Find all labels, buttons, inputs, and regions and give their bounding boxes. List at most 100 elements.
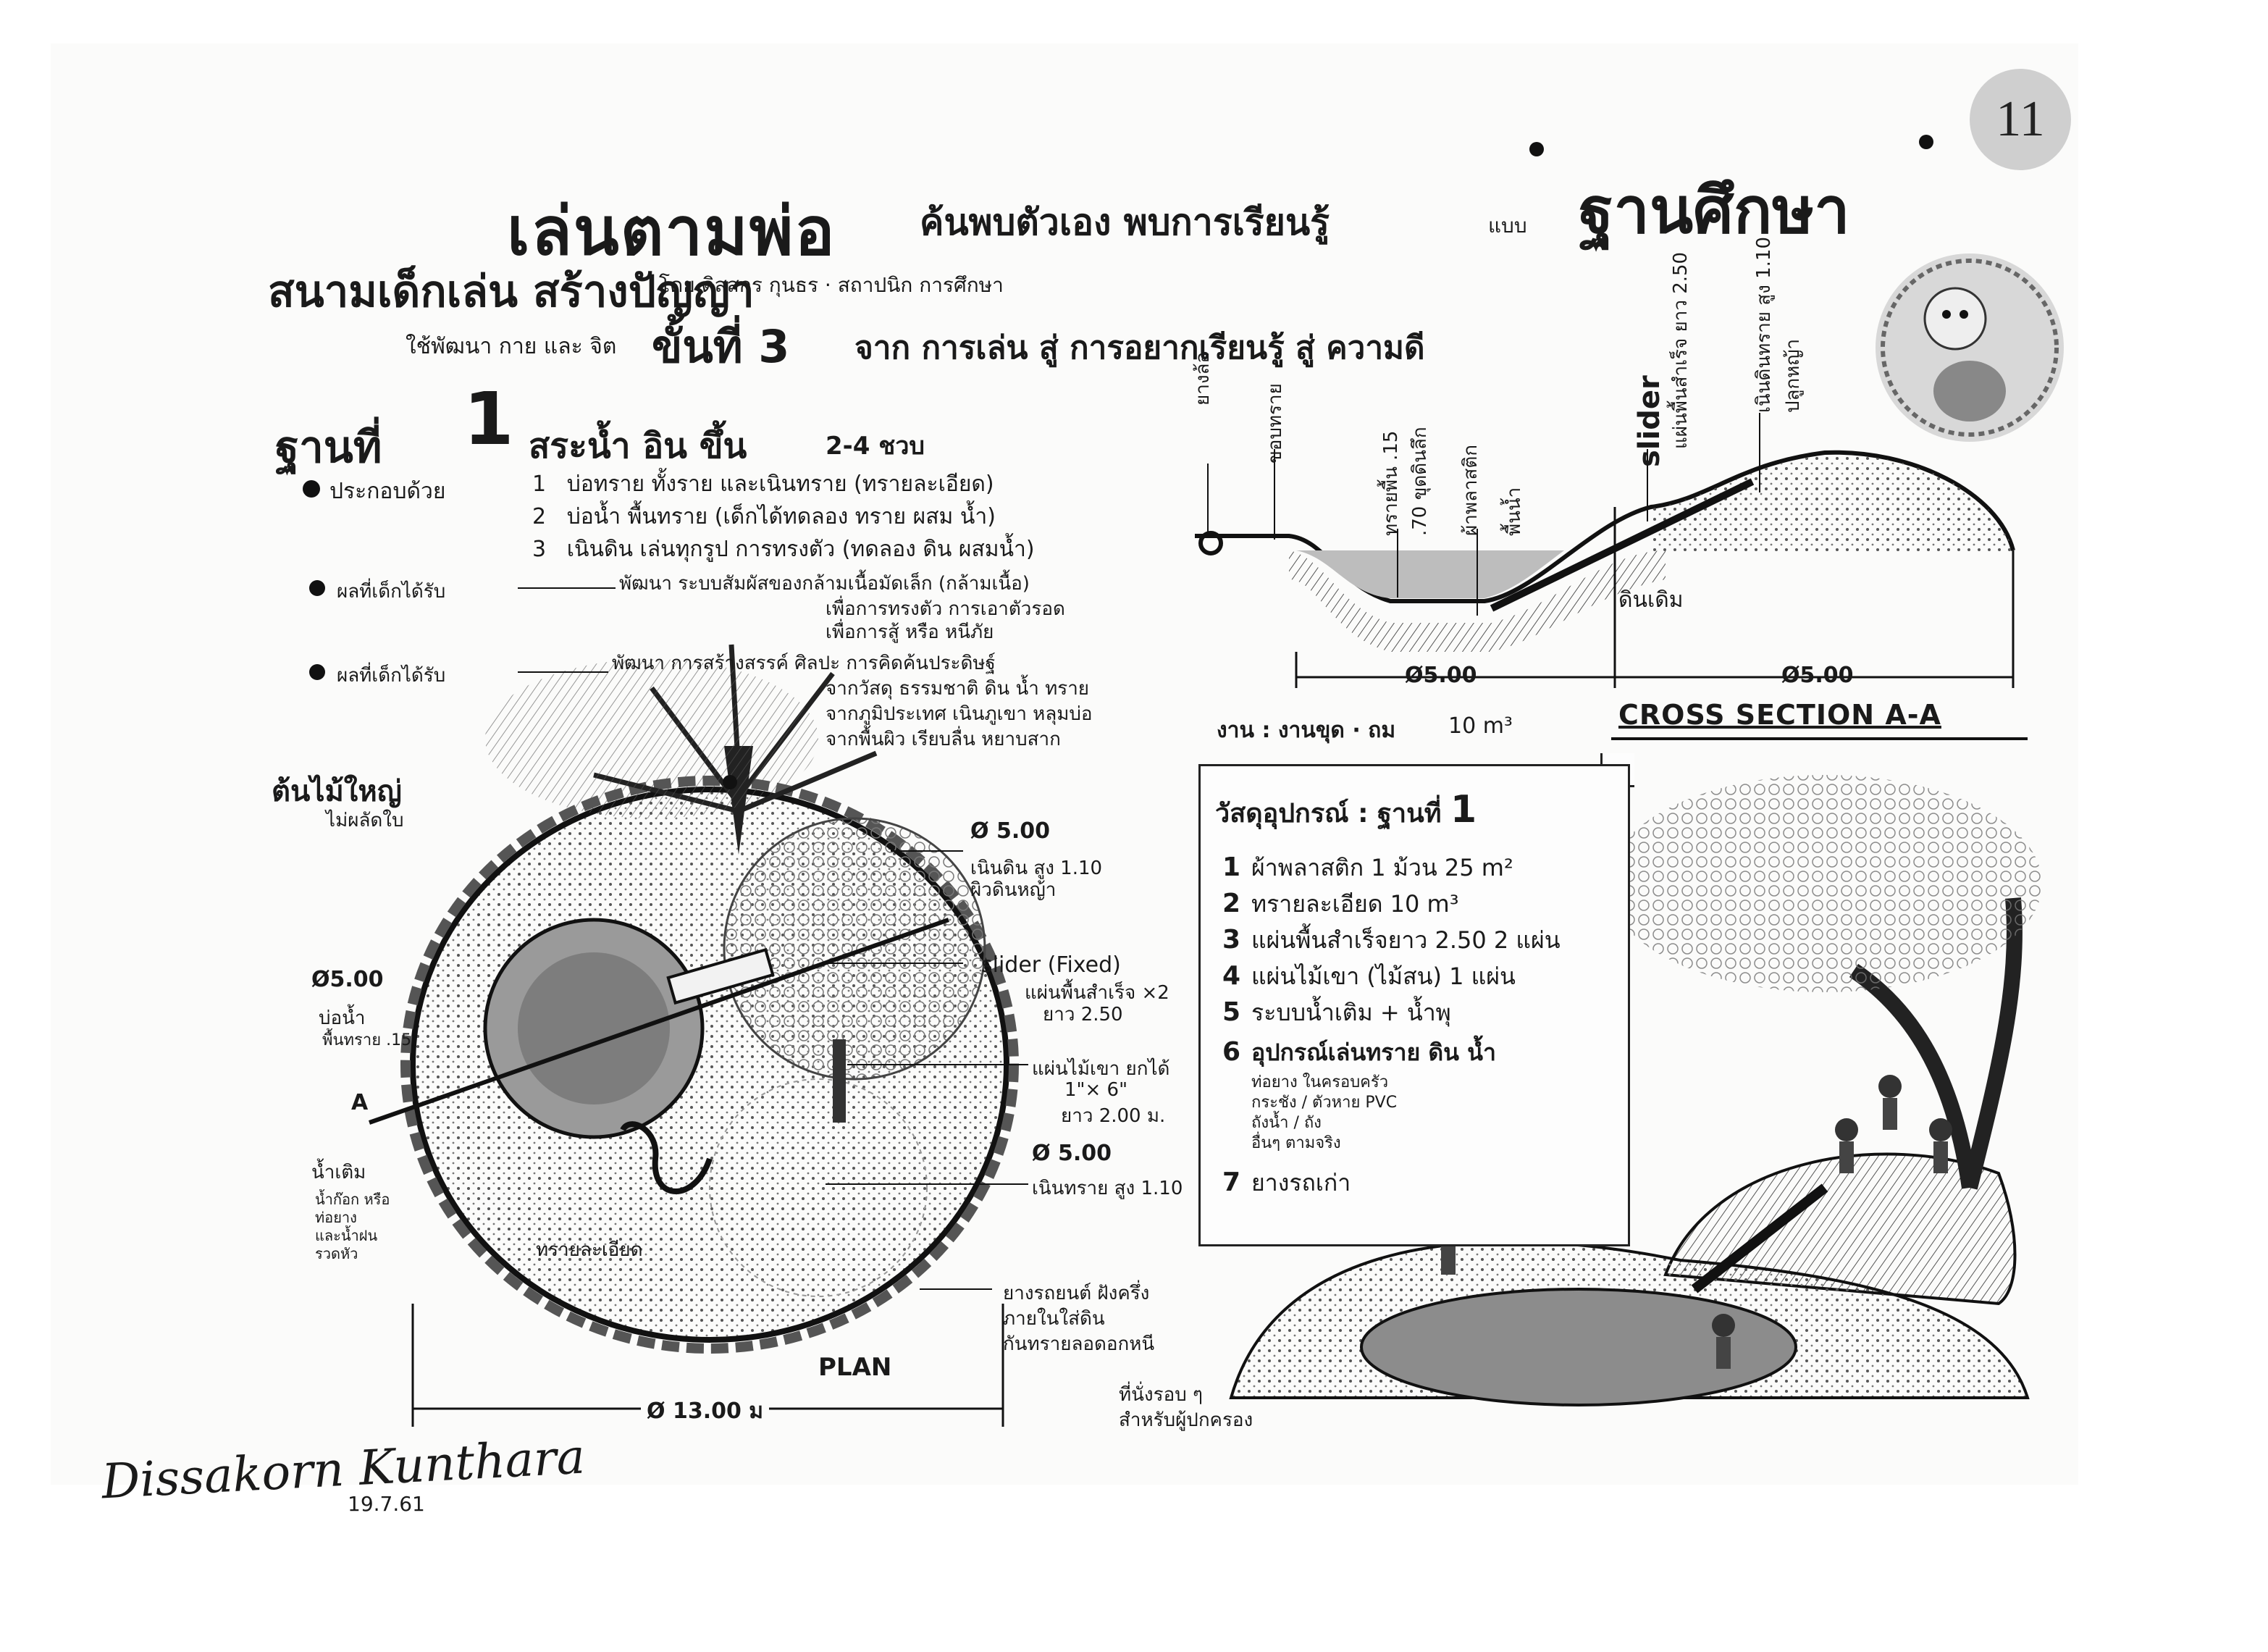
slider-plan-len: ยาว 2.50 xyxy=(1043,1004,1123,1026)
sand-hill-note: เนินดิน สูง 1.10 xyxy=(970,858,1103,879)
result1-label: ผลที่เด็กได้รับ xyxy=(337,581,446,603)
signature-date: 19.7.61 xyxy=(348,1492,425,1516)
bullet-tree xyxy=(723,775,737,789)
xsec-label-dig-depth: .70 ขุดดินลึก xyxy=(1409,427,1431,536)
xsec-work-note: งาน : งานขุด · ถม xyxy=(1217,718,1396,743)
hill-fill xyxy=(1651,454,2013,552)
slider-plan-note: แผ่นพื้นสำเร็จ ×2 xyxy=(1025,982,1169,1004)
tire-section xyxy=(1198,531,1223,555)
title-main: เล่นตามพ่อ xyxy=(507,193,836,270)
plank-plan xyxy=(833,1039,846,1123)
result1-line-1: พัฒนา ระบบสัมผัสของกล้ามเนื้อมัดเล็ก (กล… xyxy=(619,573,1030,595)
faucet-sub-3: และน้ำฝน xyxy=(315,1227,378,1244)
xsec-label-plastic: ผ้าพลาสติก xyxy=(1460,444,1482,536)
xsec-label-sand-edge: ขอบทราย xyxy=(1264,383,1286,464)
xsec-work-qty: 10 m³ xyxy=(1448,713,1513,739)
cross-section xyxy=(1195,413,2028,740)
tire-note-3: กันทรายลอดอกหนี xyxy=(1003,1333,1155,1355)
materials-title: วัสดุอุปกรณ์ : ฐานที่ 1 xyxy=(1215,788,1477,831)
sand-hill-sub: ผิวดินหญ้า xyxy=(970,879,1057,901)
plank-size: 1"× 6" xyxy=(1064,1079,1128,1101)
result2-line-1: พัฒนา การสร้างสรรค์ ศิลปะ การคิดค้นประดิ… xyxy=(612,653,996,674)
big-tree-sub: ไม่ผลัดใบ xyxy=(326,810,404,831)
xsec-label-slab: แผ่นพื้นสำเร็จ ยาว 2.50 xyxy=(1670,251,1692,449)
tagline-part-c: จาก การเล่น สู่ การอยากเรียนรู้ สู่ ความ… xyxy=(854,330,1425,366)
pond-label: บ่อน้ำ xyxy=(319,1007,366,1029)
station-title: ฐานที่ xyxy=(275,422,382,473)
tagline-part-b: ขั้นที่ 3 xyxy=(652,320,790,373)
sand-pool-note: เนินทราย สูง 1.10 xyxy=(1032,1178,1183,1199)
tagline-part-a: ใช้พัฒนา กาย และ จิต xyxy=(406,334,617,359)
cross-section-title: CROSS SECTION A-A xyxy=(1618,699,1941,731)
subtitle: สนามเด็กเล่น สร้างปัญญา xyxy=(268,267,755,317)
result2-line-2: จากวัสดุ ธรรมชาติ ดิน น้ำ ทราย xyxy=(826,678,1090,700)
bullet-composed xyxy=(303,480,320,498)
station-item-1: 1 บ่อทราย ทั้งราย และเนินทราย (ทรายละเอี… xyxy=(532,471,994,497)
slider-sketch xyxy=(1691,1183,1828,1293)
slider-plan xyxy=(666,947,775,1005)
tire-note-1: ยางรถยนต์ ฝังครึ่ง xyxy=(1003,1283,1150,1304)
author-line: โดย ดิสสกร กุนธร · สถาปนิก การศึกษา xyxy=(659,273,1004,297)
xsec-label-water: พื้นน้ำ xyxy=(1503,487,1525,536)
xsec-label-grass: ปลูกหญ้า xyxy=(1782,338,1804,413)
page-number-badge: 11 xyxy=(1970,69,2071,170)
xsec-label-sand-floor: ทรายพื้น .15 xyxy=(1380,430,1402,536)
composed-of-label: ประกอบด้วย xyxy=(329,479,446,504)
plan-drawing xyxy=(369,644,1028,1427)
plan-total-dia: Ø 13.00 ม xyxy=(641,1394,770,1428)
pond-sketch xyxy=(1360,1288,1797,1406)
pond-water xyxy=(1296,550,1564,598)
pond-inner xyxy=(518,952,670,1104)
section-cut-line xyxy=(369,918,949,1125)
page-number: 11 xyxy=(1996,91,2045,147)
faucet-label: น้ำเติม xyxy=(311,1162,366,1183)
xsec-label-hill: เนินดินทราย สูง 1.10 xyxy=(1753,236,1775,413)
big-tree-label: ต้นไม้ใหญ่ xyxy=(272,775,402,808)
soil-hatch xyxy=(1289,550,1666,652)
xsec-dim-right: Ø5.00 xyxy=(1781,663,1854,688)
station-item-2: 2 บ่อน้ำ พื้นทราย (เด็กได้ทดลอง ทราย ผสม… xyxy=(532,504,996,529)
result2-line-3: จากภูมิประเทศ เนินภูเขา หลุมบ่อ xyxy=(826,703,1093,725)
pond-sub: พื้นทราย .15 xyxy=(322,1031,412,1049)
xsec-label-tire: ยางล้อ xyxy=(1192,351,1214,406)
mascot-badge xyxy=(1876,253,2064,442)
title-sub: ค้นพบตัวเอง พบการเรียนรู้ xyxy=(920,201,1330,243)
plan-title: PLAN xyxy=(818,1353,892,1382)
xsec-dim-left: Ø5.00 xyxy=(1405,663,1477,688)
pond-dia: Ø5.00 xyxy=(311,967,384,992)
slider-board xyxy=(1490,478,1755,612)
tire-note-2: ภายในใส่ดิน xyxy=(1003,1308,1105,1330)
seat-sub: สำหรับผู้ปกครอง xyxy=(1119,1409,1253,1431)
material-row-6d: อื่นๆ ตามจริง xyxy=(1251,1134,1341,1152)
cut-marker-a: A xyxy=(351,1090,369,1115)
tree-sketch-canopy xyxy=(1608,775,2042,992)
perspective-sketch xyxy=(1229,775,2042,1406)
station-people: 2-4 ชวบ xyxy=(826,432,925,461)
material-row-6a: ท่อยาง ในครอบครัว xyxy=(1251,1073,1389,1091)
xsec-label-existing-soil: ดินเดิม xyxy=(1618,587,1684,613)
sand-pool-dia: Ø 5.00 xyxy=(1032,1141,1112,1166)
title-mode: แบบ xyxy=(1488,214,1527,238)
material-row-6c: ถังน้ำ / ถัง xyxy=(1251,1114,1322,1132)
sand-label: ทรายละเอียด xyxy=(536,1239,643,1261)
material-row-6b: กระชัง / ตัวหาย PVC xyxy=(1251,1094,1398,1112)
plank-label: แผ่นไม้เขา ยกได้ xyxy=(1032,1058,1170,1080)
station-number: 1 xyxy=(463,377,514,461)
sand-hill-dia: Ø 5.00 xyxy=(970,818,1050,844)
result2-label: ผลที่เด็กได้รับ xyxy=(337,665,446,687)
result1-line-3: เพื่อการสู้ หรือ หนีภัย xyxy=(826,621,994,643)
sand-hill xyxy=(723,817,986,1081)
faucet-sub-2: ท่อยาง xyxy=(315,1209,357,1226)
result2-line-4: จากพื้นผิว เรียบลื่น หยาบสาก xyxy=(826,729,1061,750)
station-item-3: 3 เนินดิน เล่นทุกรูป การทรงตัว (ทดลอง ดิ… xyxy=(532,537,1035,562)
bullet-result1 xyxy=(309,580,325,596)
